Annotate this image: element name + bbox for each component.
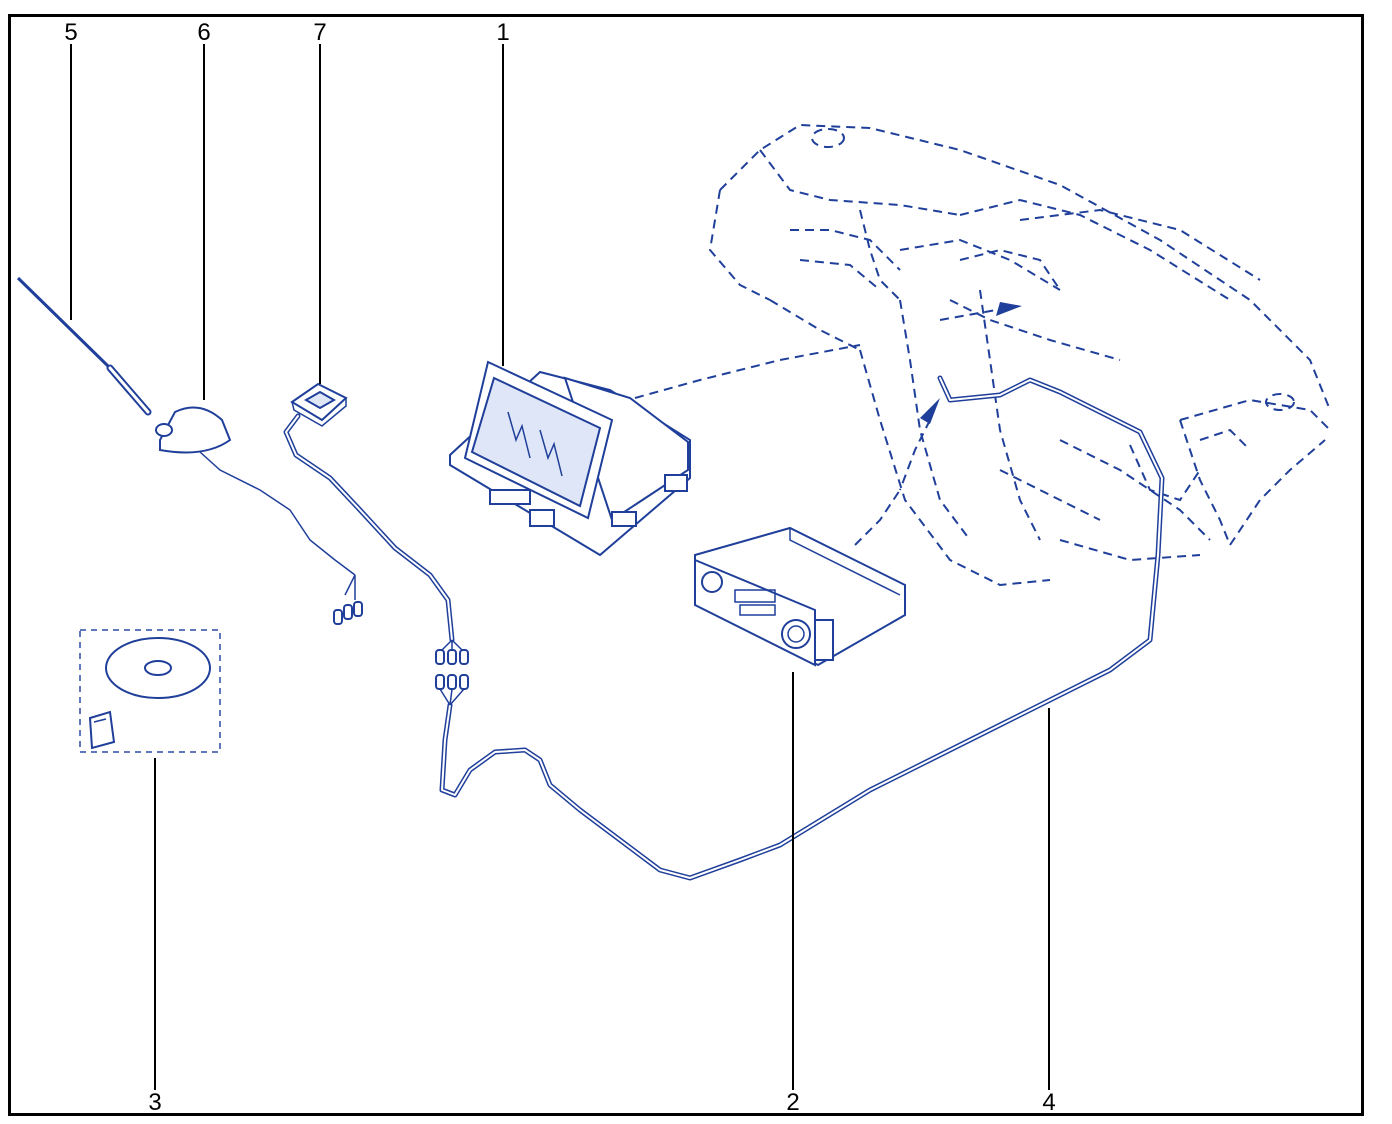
radio-unit bbox=[694, 526, 906, 667]
callout-2: 2 bbox=[786, 1089, 799, 1116]
software-kit bbox=[79, 629, 221, 753]
callout-1: 1 bbox=[496, 19, 509, 46]
callout-7: 7 bbox=[313, 19, 326, 46]
display-unit bbox=[449, 360, 691, 557]
diagram-frame bbox=[8, 14, 1364, 1116]
antenna-mast bbox=[16, 276, 152, 416]
callout-4: 4 bbox=[1042, 1089, 1055, 1116]
callout-6: 6 bbox=[197, 19, 210, 46]
callout-3: 3 bbox=[148, 1089, 161, 1116]
antenna-base bbox=[155, 406, 363, 625]
leader-lines bbox=[70, 44, 1050, 1090]
callout-5: 5 bbox=[64, 19, 77, 46]
dashboard-outline bbox=[599, 123, 1331, 587]
gps-antenna bbox=[283, 382, 469, 665]
main-cable bbox=[435, 375, 1165, 881]
